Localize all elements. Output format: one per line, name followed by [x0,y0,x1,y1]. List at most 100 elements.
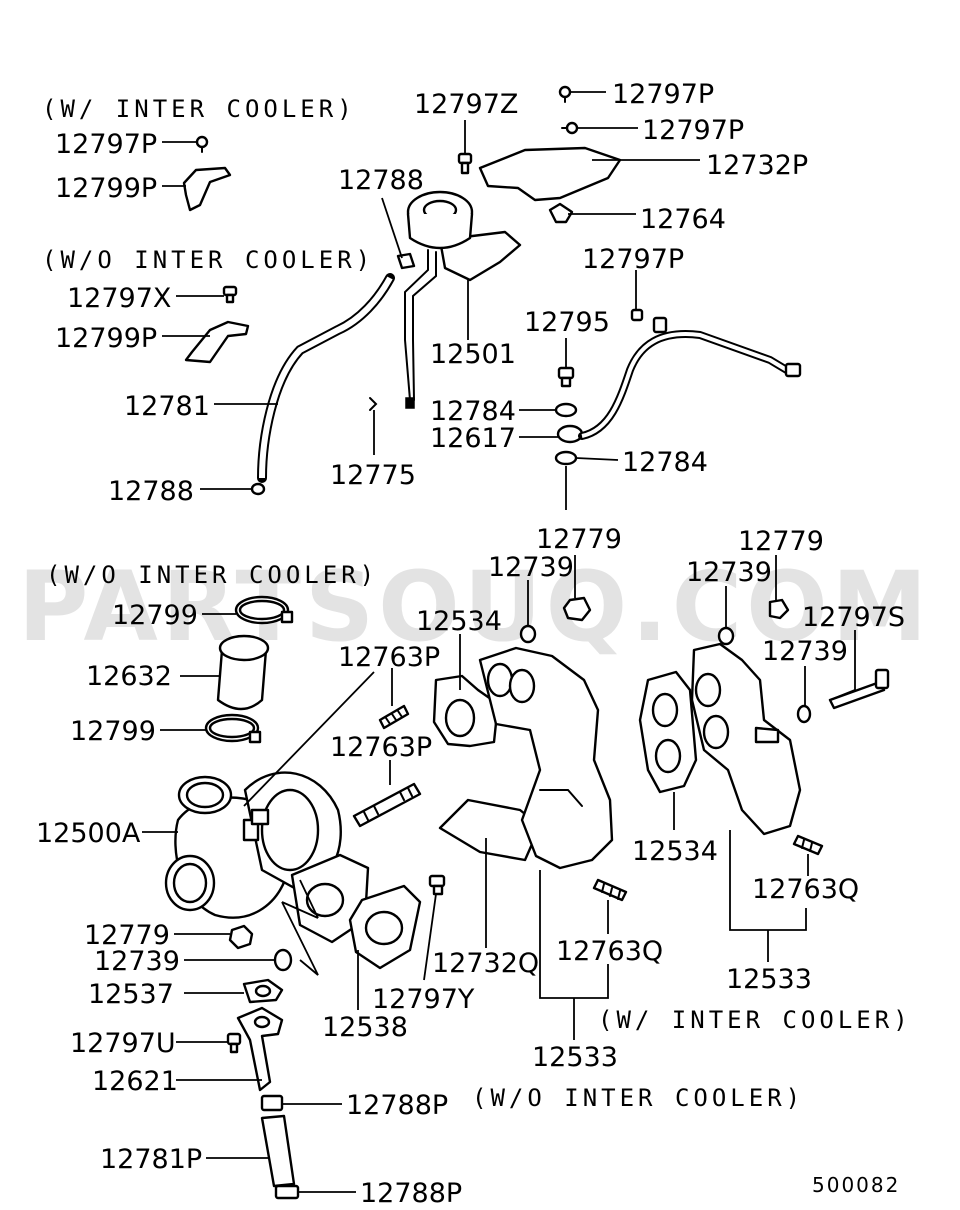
nut-12779-b-drawing [768,598,790,620]
oil-pipe-12617-drawing [556,316,802,444]
stud-12763P-upper-drawing [378,704,410,730]
callout-12797P-left: 12797P [55,129,157,160]
leader-lines [142,91,856,1193]
stud-12763Q-left-drawing [592,878,628,902]
clamp-12788P-lower-drawing [274,1184,300,1200]
callout-12779-b: 12779 [738,526,824,557]
callout-12775: 12775 [330,460,416,491]
callout-12788-upper: 12788 [338,165,424,196]
callout-12797S: 12797S [802,602,905,633]
clamp-12788P-upper-drawing [260,1094,284,1112]
callout-12763P-lower: 12763P [330,732,432,763]
clip-12775-drawing [369,397,378,411]
callout-12779-lower: 12779 [84,920,170,951]
bolt-12797P-top-drawing [558,85,572,103]
note-without-intercooler-top: (W/O INTER COOLER) [42,246,374,274]
note-without-intercooler-left: (W/O INTER COOLER) [46,561,378,589]
callout-12797P-mid: 12797P [642,115,744,146]
bolt-12797S-drawing [828,668,890,710]
nut-12779-a-drawing [562,596,592,622]
callout-12797X: 12797X [67,283,171,314]
hose-clamp-12799-upper-drawing [234,595,294,625]
hose-clamp-12788-upper-drawing [396,252,416,270]
callout-12739-lower: 12739 [94,946,180,977]
bolt-12797P-left-drawing [195,135,209,153]
bracket-12732P-drawing [478,146,622,202]
note-with-intercooler-top: (W/ INTER COOLER) [42,95,356,123]
callout-12797Z: 12797Z [414,89,518,120]
callout-12797P-pipe: 12797P [582,244,684,275]
callout-12797Y: 12797Y [372,984,475,1015]
exhaust-manifold-12533-right-drawing [690,642,802,836]
nut-12779-lower-drawing [228,924,254,950]
stud-12763Q-right-drawing [792,834,824,856]
callout-12788-lower: 12788 [108,476,194,507]
callout-12732Q: 12732Q [432,948,539,979]
callout-12763Q-left: 12763Q [556,936,663,967]
bolt-12797U-drawing [226,1032,242,1054]
callout-12764: 12764 [640,204,726,235]
gasket-12537-drawing [242,978,284,1004]
note-with-intercooler-right: (W/ INTER COOLER) [598,1006,912,1034]
callout-12533-left: 12533 [532,1042,618,1073]
callout-12799P-lower: 12799P [55,323,157,354]
washer-12739-c-drawing [796,704,812,724]
gasket-12534-right-drawing [638,670,698,794]
hose-clamp-12788-lower [250,482,266,496]
callout-12781: 12781 [124,391,210,422]
callouts: 12797P 12799P 12797X 12799P 12781 12788 … [36,79,905,1209]
callout-12732P: 12732P [706,150,808,181]
union-bolt-12795-drawing [557,366,575,388]
oil-return-pipe-12621-drawing [236,1006,284,1092]
turbocharger-12500A-drawing [164,771,370,944]
callout-12537: 12537 [88,979,174,1010]
actuator-12501-drawing [404,190,522,409]
callout-12795: 12795 [524,307,610,338]
hose-clamp-12799-lower-drawing [204,713,262,744]
gasket-12784-lower-drawing [554,450,578,466]
callout-12534-right: 12534 [632,836,718,867]
gasket-12538-drawing [348,884,422,970]
gasket-12784-upper-drawing [554,402,578,418]
bolt-12797Y-drawing [428,874,446,896]
callout-12739-c: 12739 [762,636,848,667]
hose-12781-inner [259,276,393,479]
bolt-12797P-mid-drawing [561,121,579,135]
note-without-intercooler-bottom: (W/O INTER COOLER) [472,1084,804,1112]
callout-12500A: 12500A [36,818,141,849]
washer-12739-a-drawing [519,624,537,644]
callout-12788P-lower: 12788P [360,1178,462,1209]
hose-12781P-drawing [260,1114,296,1188]
callout-12632: 12632 [86,661,172,692]
washer-12739-b-drawing [717,626,735,646]
callout-12501: 12501 [430,339,516,370]
bracket-12799P-upper-drawing [182,166,232,212]
bracket-12799P-lower-drawing [184,320,250,364]
callout-12538: 12538 [322,1012,408,1043]
callout-12533-right: 12533 [726,964,812,995]
bolt-12797Z-drawing [457,152,473,175]
bolt-12797P-pipe-drawing [630,308,644,322]
callout-12784-upper: 12784 [430,396,516,427]
diagram-code: 500082 [812,1173,900,1197]
clamp-12764-drawing [548,202,574,224]
callout-12788P-upper: 12788P [346,1090,448,1121]
callout-12763Q-right: 12763Q [752,874,859,905]
callout-12763P-upper: 12763P [338,642,440,673]
callout-12739-b: 12739 [686,557,772,588]
callout-12617: 12617 [430,423,516,454]
callout-12534-left: 12534 [416,606,502,637]
callout-12779-a: 12779 [536,524,622,555]
exhaust-manifold-12533-left-drawing [478,646,614,870]
stud-12763P-lower-drawing [352,782,422,828]
intake-pipe-12632-drawing [216,634,270,711]
callout-12781P: 12781P [100,1144,202,1175]
washer-12739-lower-drawing [273,948,293,972]
callout-12739-a: 12739 [488,552,574,583]
callout-12799-lower: 12799 [70,716,156,747]
bolt-12797X-drawing [222,285,238,304]
callout-12799-upper: 12799 [112,600,198,631]
gasket-12534-left-drawing [432,674,500,748]
callout-12797P-top: 12797P [612,79,714,110]
